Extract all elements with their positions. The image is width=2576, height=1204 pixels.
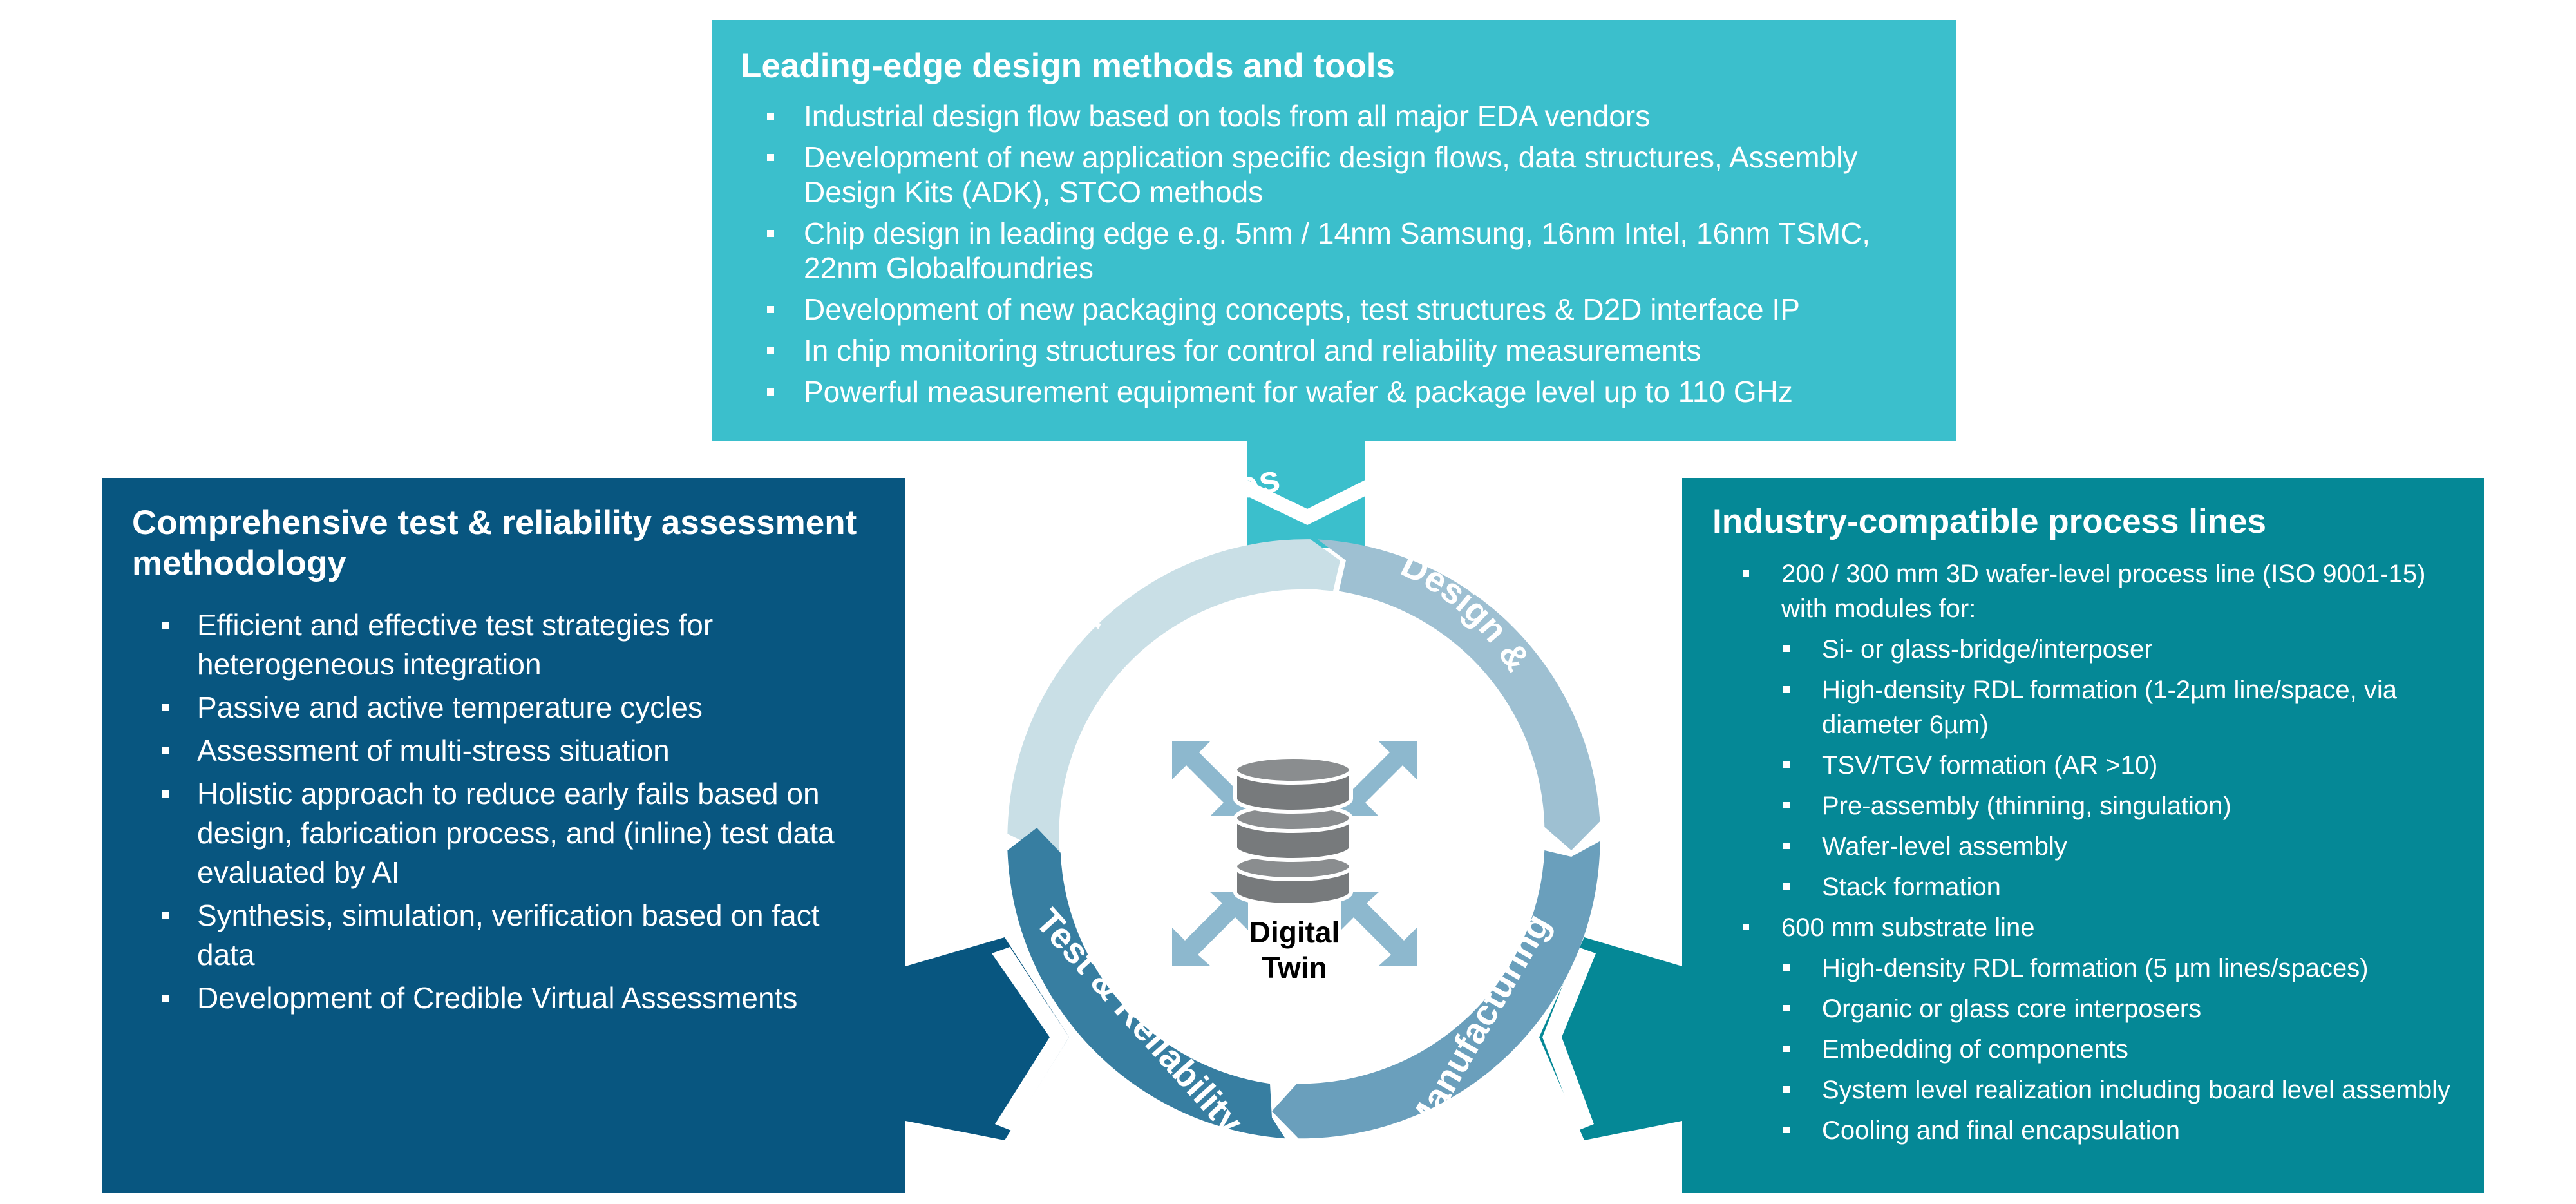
sub-list-item: Cooling and final encapsulation (1712, 1113, 2465, 1148)
test-reliability-segment (1007, 828, 1285, 1139)
sub-list-item: Si- or glass-bridge/interposer (1712, 632, 2465, 667)
sub-list-item: Organic or glass core interposers (1712, 991, 2465, 1026)
sub-list-item: High-density RDL formation (1-2µm line/s… (1712, 673, 2465, 742)
arrow-manufacturing-icon (1341, 892, 1417, 966)
sub-list-item: High-density RDL formation (5 µm lines/s… (1712, 951, 2465, 986)
list-item: Assessment of multi-stress situation (132, 731, 880, 770)
sub-list-item: Stack formation (1712, 870, 2465, 904)
test-reliability-panel: Comprehensive test & reliability assessm… (102, 478, 905, 1193)
list-item: Chip design in leading edge e.g. 5nm / 1… (741, 216, 1931, 285)
test-reliability-title: Comprehensive test & reliability assessm… (132, 504, 857, 582)
list-item: Passive and active temperature cycles (132, 688, 880, 727)
sub-list-item: Wafer-level assembly (1712, 829, 2465, 864)
right-connector-notch (1542, 947, 1596, 1131)
design-methods-list: Industrial design flow based on tools fr… (741, 99, 1931, 409)
top-connector-lower (1247, 496, 1365, 548)
list-item: Synthesis, simulation, verification base… (132, 896, 880, 975)
digital-twin-label-line2: Twin (1262, 951, 1327, 984)
left-connector-notch (992, 947, 1069, 1131)
top-connector-notch (1247, 480, 1365, 525)
list-item: 600 mm substrate line (1712, 910, 2465, 945)
list-item: In chip monitoring structures for contro… (741, 333, 1931, 368)
design-methods-title: Leading-edge design methods and tools (741, 47, 1395, 85)
list-item: Industrial design flow based on tools fr… (741, 99, 1931, 133)
architectures-segment (1007, 539, 1340, 861)
digital-twin-label-line1: Digital (1249, 915, 1340, 949)
process-lines-list: 200 / 300 mm 3D wafer-level process line… (1712, 557, 2465, 1148)
process-lines-title: Industry-compatible process lines (1712, 502, 2267, 540)
list-item: Development of new packaging concepts, t… (741, 292, 1931, 327)
list-item: Development of Credible Virtual Assessme… (132, 979, 880, 1018)
manufacturing-segment (1272, 841, 1600, 1139)
sub-list-item: TSV/TGV formation (AR >10) (1712, 748, 2465, 783)
sub-list-item: Embedding of components (1712, 1032, 2465, 1067)
list-item: Development of new application specific … (741, 140, 1931, 209)
test-reliability-list: Efficient and effective test strategies … (132, 606, 880, 1018)
arrow-design-icon (1340, 741, 1417, 816)
design-segment (1318, 539, 1600, 850)
sub-list-item: System level realization including board… (1712, 1073, 2465, 1107)
list-item: Efficient and effective test strategies … (132, 606, 880, 684)
list-item: Holistic approach to reduce early fails … (132, 774, 880, 892)
process-lines-panel: Industry-compatible process lines 200 / … (1682, 478, 2484, 1193)
database-icon (1233, 755, 1353, 907)
arrow-test-icon (1172, 892, 1248, 966)
design-methods-panel: Leading-edge design methods and tools In… (712, 20, 1956, 441)
top-connector (1247, 441, 1365, 509)
sub-list-item: Pre-assembly (thinning, singulation) (1712, 788, 2465, 823)
arrow-architectures-icon (1172, 741, 1249, 816)
list-item: 200 / 300 mm 3D wafer-level process line… (1712, 557, 2465, 626)
list-item: Powerful measurement equipment for wafer… (741, 374, 1931, 409)
